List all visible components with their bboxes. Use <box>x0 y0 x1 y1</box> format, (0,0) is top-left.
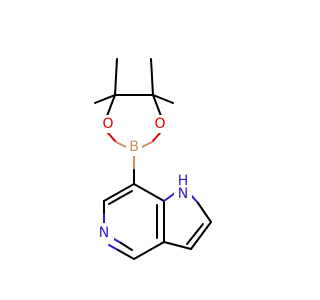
bond-py-1 <box>103 183 135 202</box>
bond-pyrrole-n-1 <box>163 192 176 202</box>
nitrogen-pyrrole-label: N <box>178 186 188 202</box>
bond-py-3-double <box>120 242 133 251</box>
oxygen-left-bg <box>99 115 117 133</box>
bond-py-3-double-n <box>113 238 122 244</box>
bond-py-1-double <box>108 190 133 205</box>
oxygen-left-label: O <box>102 116 113 132</box>
bond-py-6 <box>133 183 165 202</box>
bond-o-b-left-red <box>107 132 117 143</box>
bond-o-b-left-tan <box>115 141 127 148</box>
oxygen-right-label: O <box>154 116 165 132</box>
bond-pyrrole-cc-2 <box>190 221 212 250</box>
bond-methyl-3 <box>150 58 154 96</box>
bond-pyrrole-cc-2-double <box>186 223 204 245</box>
bond-methyl-4 <box>152 94 174 104</box>
bond-c-o-left <box>106 94 116 117</box>
bond-py-3-n <box>108 244 119 251</box>
nitrogen-pyrrole-h-label: H <box>178 173 189 189</box>
bond-pyrrole-cc-1 <box>197 202 212 223</box>
bond-pyrrole-cc-3 <box>163 241 192 250</box>
oxygen-right-bg <box>151 115 169 133</box>
bond-methyl-2 <box>114 58 118 96</box>
boron-bg <box>126 138 142 156</box>
nitrogen-pyridine-label: N <box>99 225 109 241</box>
molecule-structure: B O O H N N <box>94 58 212 260</box>
boron-label: B <box>129 139 139 155</box>
bond-py-4 <box>133 241 165 260</box>
nitrogen-pyrrole-bg <box>174 177 192 205</box>
bond-c-o-right <box>152 94 162 117</box>
bond-methyl-1 <box>94 94 116 104</box>
molecule-canvas: B O O H N N <box>94 58 212 260</box>
bond-py-3 <box>117 249 135 260</box>
bond-o-b-right-red <box>151 132 161 143</box>
bond-o-b-right-tan <box>141 141 153 148</box>
nitrogen-pyridine-bg <box>94 223 114 243</box>
